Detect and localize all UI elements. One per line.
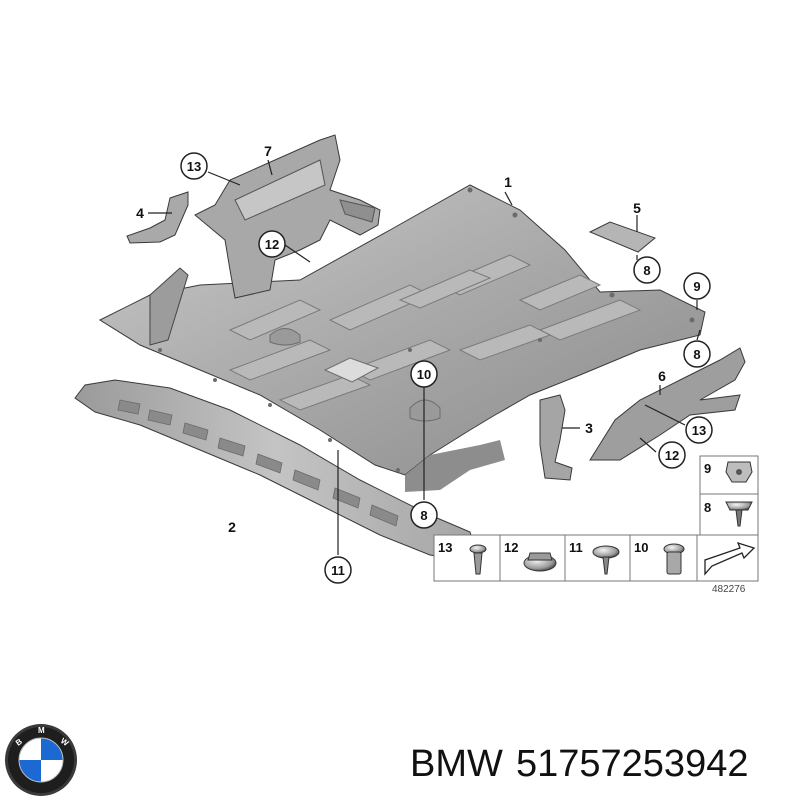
label-4: 4 xyxy=(136,205,144,221)
label-3: 3 xyxy=(585,420,593,436)
flange-nut-icon xyxy=(523,552,557,572)
svg-text:8: 8 xyxy=(693,347,700,362)
svg-text:8: 8 xyxy=(420,508,427,523)
rear-piece-6 xyxy=(589,347,746,461)
bracket-4 xyxy=(126,191,189,244)
callout-13b: 13 xyxy=(685,416,713,444)
svg-text:M: M xyxy=(38,726,45,735)
push-rivet-icon xyxy=(469,544,487,575)
legend-bottom: 13 12 11 10 xyxy=(433,534,759,582)
leader-lines xyxy=(148,159,701,555)
callout-8a: 8 xyxy=(633,256,661,284)
callout-12b: 12 xyxy=(658,441,686,469)
callout-8b: 8 xyxy=(683,340,711,368)
part-number: 51757253942 xyxy=(516,743,748,785)
svg-text:8: 8 xyxy=(643,263,650,278)
bracket-7 xyxy=(194,134,381,299)
callout-8c: 8 xyxy=(410,501,438,529)
legend-item-8-label: 8 xyxy=(704,500,711,515)
svg-text:12: 12 xyxy=(665,448,679,463)
bmw-logo-icon: B M W xyxy=(5,724,77,796)
expansion-rivet-icon xyxy=(592,545,620,575)
svg-text:B: B xyxy=(14,737,24,748)
plate-5 xyxy=(588,221,656,253)
legend-item-10-label: 10 xyxy=(634,540,648,555)
catalog-number: 482276 xyxy=(712,584,746,595)
svg-text:W: W xyxy=(59,736,71,748)
legend-item-9-label: 9 xyxy=(704,461,711,476)
label-1: 1 xyxy=(504,174,512,190)
legend-item-12-label: 12 xyxy=(504,540,518,555)
callout-11: 11 xyxy=(324,556,352,584)
label-7: 7 xyxy=(264,143,272,159)
svg-text:11: 11 xyxy=(331,563,345,578)
callout-13a: 13 xyxy=(180,152,208,180)
callout-9: 9 xyxy=(683,272,711,300)
label-2: 2 xyxy=(228,519,236,535)
clip-nut-icon xyxy=(725,461,753,483)
svg-text:12: 12 xyxy=(265,237,279,252)
svg-text:10: 10 xyxy=(417,367,431,382)
label-5: 5 xyxy=(633,200,641,216)
direction-arrow-icon xyxy=(704,541,756,576)
label-6: 6 xyxy=(658,368,666,384)
legend-right: 9 8 xyxy=(699,455,759,537)
underbody-shield xyxy=(98,184,706,492)
svg-text:13: 13 xyxy=(187,159,201,174)
legend-item-11-label: 11 xyxy=(569,540,583,555)
legend-item-13-label: 13 xyxy=(438,540,452,555)
screw-icon xyxy=(725,501,753,527)
callout-12a: 12 xyxy=(258,230,286,258)
plastic-nut-icon xyxy=(663,543,685,575)
brand-name: BMW xyxy=(410,743,503,785)
callout-10: 10 xyxy=(410,360,438,388)
svg-text:9: 9 xyxy=(693,279,700,294)
bracket-3 xyxy=(539,394,573,481)
svg-text:13: 13 xyxy=(692,423,706,438)
